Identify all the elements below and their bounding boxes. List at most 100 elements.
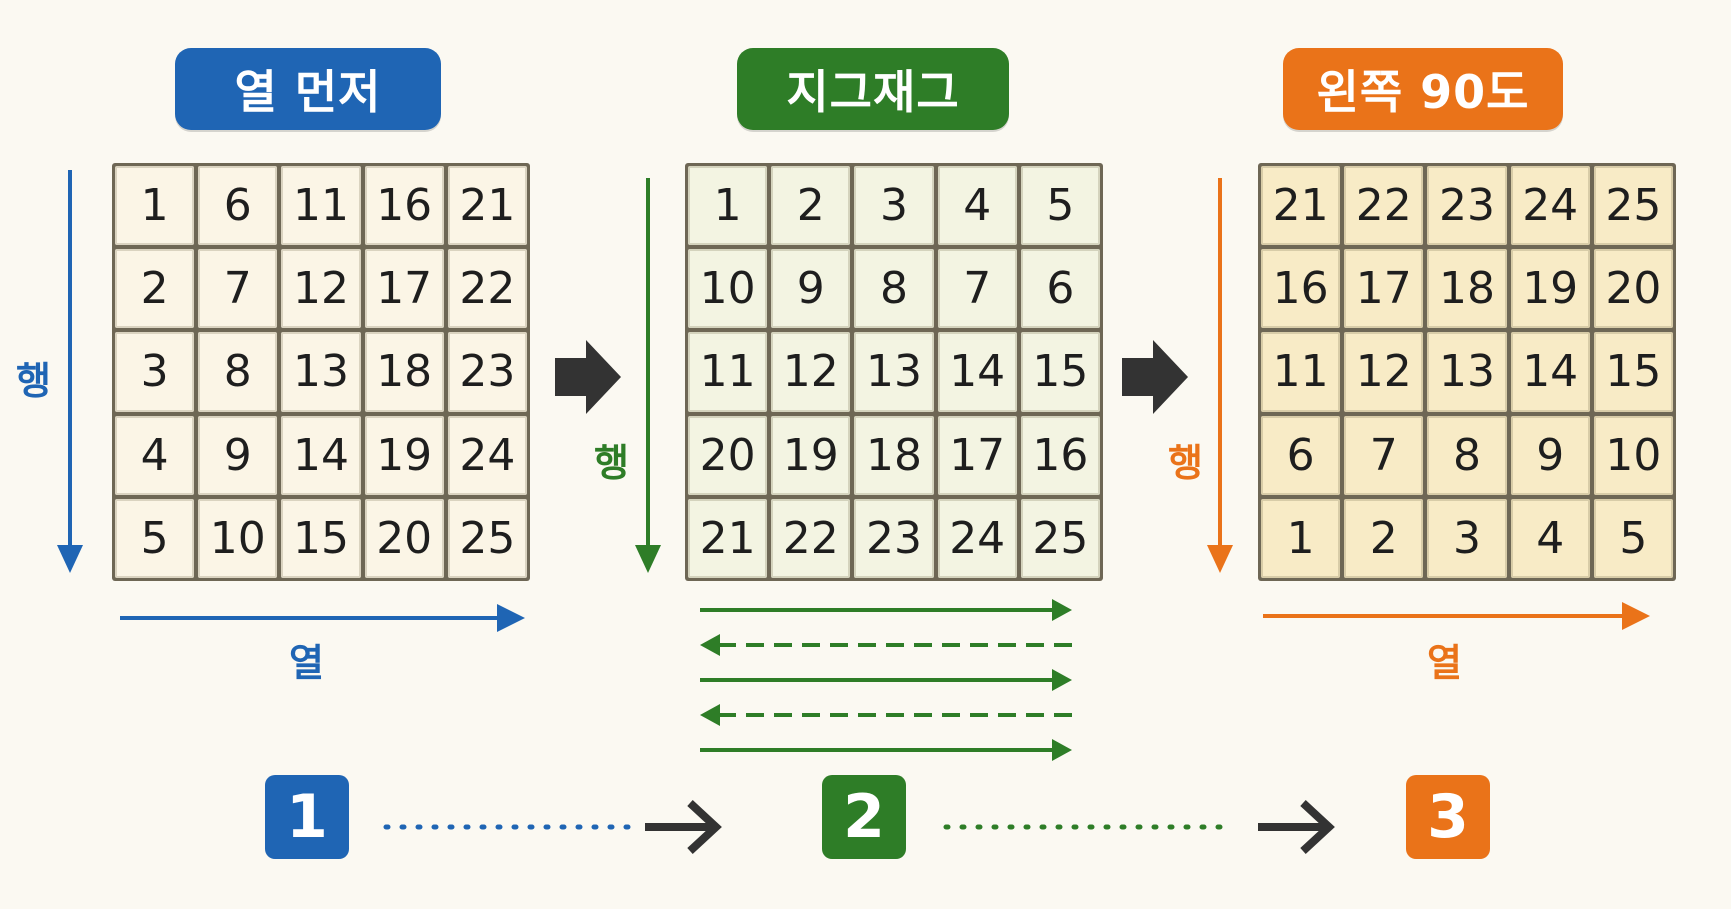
right-arrow-icon [555,340,621,414]
grid-cell: 20 [1593,249,1673,329]
grid-cell: 23 [1427,166,1507,246]
row-arrow-orange [1207,178,1233,573]
grid-cell: 11 [1261,332,1341,412]
grid-cell: 4 [1510,498,1590,578]
grid-cell: 12 [1344,332,1424,412]
grid-cell: 20 [688,415,768,495]
grid-cell: 21 [447,166,527,246]
zigzag-arrow-right [700,739,1072,761]
grid-cell: 6 [198,166,278,246]
grid-cell: 22 [1344,166,1424,246]
grid-cell: 13 [1427,332,1507,412]
grid-cell: 13 [854,332,934,412]
grid-cell: 7 [937,249,1017,329]
grid-cell: 18 [854,415,934,495]
grid-cell: 18 [1427,249,1507,329]
row-axis-label-2: 행 [594,441,629,485]
grid-cell: 12 [771,332,851,412]
zigzag-arrow-right [700,669,1072,691]
grid-cell: 15 [1593,332,1673,412]
zigzag-direction-arrows [700,599,1072,761]
grid-cell: 2 [1344,498,1424,578]
grid-cell: 3 [115,332,195,412]
grid-cell: 17 [1344,249,1424,329]
grid-cell: 8 [1427,415,1507,495]
row-axis-label-3: 행 [1168,441,1203,485]
grid-cell: 19 [771,415,851,495]
row-axis-label-1: 행 [16,359,51,403]
grid-cell: 3 [1427,498,1507,578]
grid-cell: 9 [198,415,278,495]
grid-cell: 2 [771,166,851,246]
grid-cell: 24 [447,415,527,495]
step-badge-1: 1 [265,775,349,859]
grid-cell: 1 [688,166,768,246]
grid-cell: 8 [854,249,934,329]
grid-cell: 14 [937,332,1017,412]
grid-cell: 1 [115,166,195,246]
panel-title-column-first: 열 먼저 [175,48,441,130]
grid-cell: 10 [688,249,768,329]
grid-cell: 1 [1261,498,1341,578]
row-arrow-blue [57,170,83,573]
grid-cell: 8 [198,332,278,412]
right-arrow-icon [1122,340,1188,414]
grid-cell: 5 [1593,498,1673,578]
grid-cell: 24 [1510,166,1590,246]
grid-cell: 15 [281,498,361,578]
grid-cell: 21 [688,498,768,578]
step-badge-3: 3 [1406,775,1490,859]
grid-cell: 17 [364,249,444,329]
grid-cell: 25 [1593,166,1673,246]
grid-cell: 18 [364,332,444,412]
column-arrow-orange [1263,602,1650,630]
grid-cell: 12 [281,249,361,329]
grid-cell: 15 [1020,332,1100,412]
grid-cell: 16 [1261,249,1341,329]
grid-cell: 19 [1510,249,1590,329]
grid-cell: 5 [115,498,195,578]
grid-cell: 6 [1261,415,1341,495]
grid-cell: 3 [854,166,934,246]
grid-cell: 10 [1593,415,1673,495]
chevron-arrow-icon [645,800,722,854]
panel-title-rotate-left-90: 왼쪽 90도 [1283,48,1563,130]
grid-cell: 13 [281,332,361,412]
grid-cell: 23 [854,498,934,578]
panel-title-zigzag: 지그재그 [737,48,1009,130]
grid-cell: 10 [198,498,278,578]
column-arrow-blue [120,604,525,632]
grid-cell: 11 [281,166,361,246]
grid-cell: 24 [937,498,1017,578]
grid-cell: 2 [115,249,195,329]
grid-cell: 19 [364,415,444,495]
grid-cell: 14 [1510,332,1590,412]
grid-cell: 9 [771,249,851,329]
grid-cell: 11 [688,332,768,412]
zigzag-arrow-left [700,634,1072,656]
column-axis-label-1: 열 [289,641,324,685]
grid-cell: 16 [1020,415,1100,495]
grid-cell: 7 [1344,415,1424,495]
zigzag-arrow-right [700,599,1072,621]
grid-cell: 4 [115,415,195,495]
grid-cell: 23 [447,332,527,412]
grid-cell: 14 [281,415,361,495]
grid-cell: 21 [1261,166,1341,246]
grid-cell: 25 [447,498,527,578]
grid-cell: 7 [198,249,278,329]
grid-cell: 16 [364,166,444,246]
grid-cell: 22 [771,498,851,578]
grid-cell: 9 [1510,415,1590,495]
zigzag-arrow-left [700,704,1072,726]
row-arrow-green [635,178,661,573]
grid-cell: 4 [937,166,1017,246]
chevron-arrow-icon [1258,800,1335,854]
step-badge-2: 2 [822,775,906,859]
column-axis-label-3: 열 [1427,641,1462,685]
grid-cell: 20 [364,498,444,578]
